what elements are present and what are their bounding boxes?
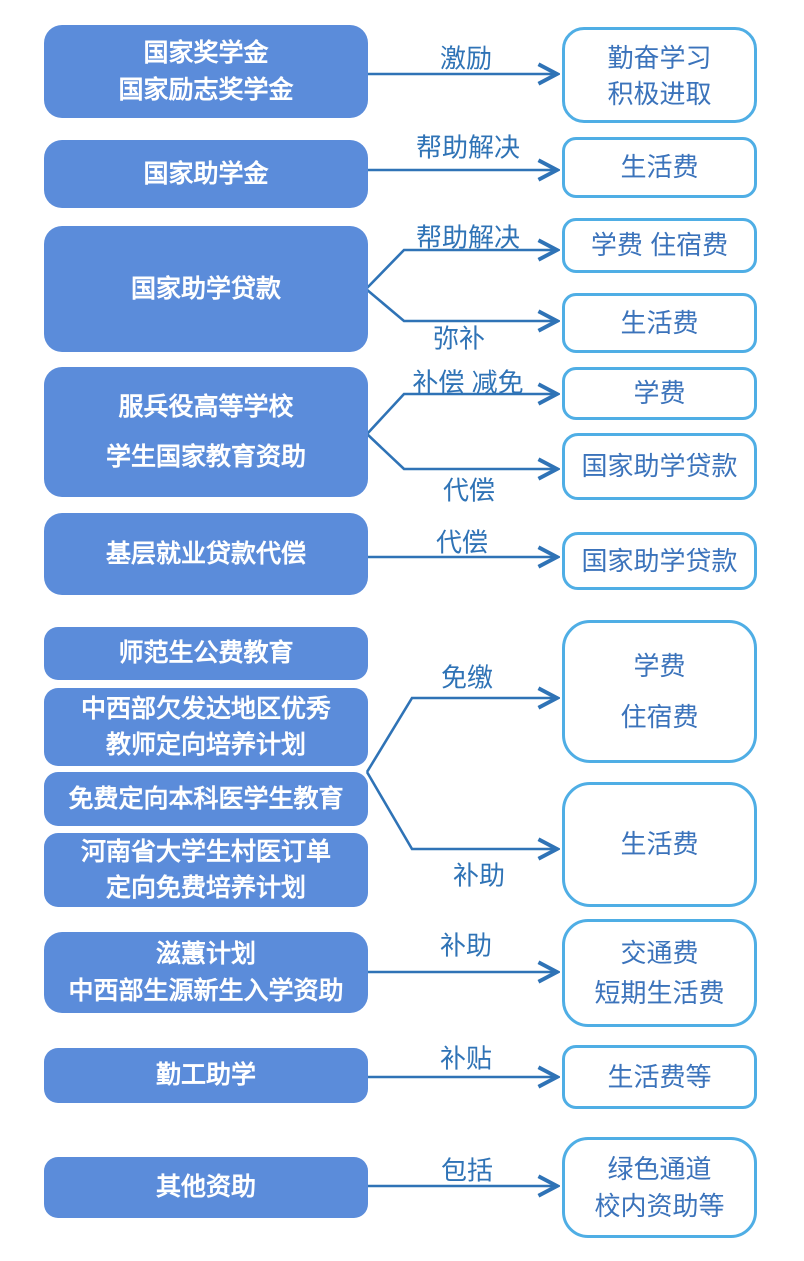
source-box-national-student-loan: 国家助学贷款 <box>44 226 368 352</box>
source-box-zihui-plan: 滋蕙计划 中西部生源新生入学资助 <box>44 932 368 1013</box>
target-box-tuition: 学费 <box>562 367 757 420</box>
target-box-line: 交通费 <box>620 938 699 969</box>
source-box-line: 教师定向培养计划 <box>105 731 306 759</box>
target-box-line: 生活费等 <box>607 1061 712 1092</box>
arrow-label-help-solve-2: 帮助解决 <box>415 222 521 253</box>
arrow-label-subsidy-1: 补助 <box>452 860 506 891</box>
target-box-line: 生活费 <box>620 152 699 183</box>
target-box-line: 生活费 <box>620 829 699 860</box>
connector-group-upper <box>365 698 556 773</box>
target-box-line: 国家助学贷款 <box>581 451 738 482</box>
target-box-living-expenses-etc: 生活费等 <box>562 1045 757 1109</box>
source-box-national-scholarships: 国家奖学金 国家励志奖学金 <box>44 25 368 118</box>
arrow-label-make-up: 弥补 <box>432 323 486 354</box>
arrow-label-help-solve-1: 帮助解决 <box>415 132 521 163</box>
source-box-other-aid: 其他资助 <box>44 1157 368 1218</box>
source-box-line: 滋蕙计划 <box>155 940 256 969</box>
target-box-line: 住宿费 <box>620 701 699 732</box>
arrow-label-include: 包括 <box>440 1155 494 1186</box>
target-box-national-student-loan-2: 国家助学贷款 <box>562 532 757 590</box>
target-box-line: 积极进取 <box>607 79 712 110</box>
source-box-line: 国家助学金 <box>143 159 269 188</box>
source-box-free-normal-education: 师范生公费教育 <box>44 627 368 680</box>
arrow-label-repay-1: 代偿 <box>442 475 496 506</box>
connector-row4-lower <box>366 433 556 469</box>
source-box-henan-village-doctor-program: 河南省大学生村医订单 定向免费培养计划 <box>44 833 368 907</box>
target-box-line: 绿色通道 <box>607 1153 712 1184</box>
connector-row4-upper <box>366 394 556 435</box>
source-box-line: 定向免费培养计划 <box>105 874 306 902</box>
target-box-tuition-accommodation-2: 学费 住宿费 <box>562 620 757 763</box>
source-box-grassroots-loan-repayment: 基层就业贷款代偿 <box>44 513 368 595</box>
source-box-free-medical-education: 免费定向本科医学生教育 <box>44 772 368 826</box>
target-box-line: 学费 <box>633 378 686 409</box>
target-box-line: 生活费 <box>620 307 699 338</box>
target-box-living-expenses-3: 生活费 <box>562 782 757 907</box>
source-box-line: 勤工助学 <box>155 1061 256 1090</box>
source-box-line: 河南省大学生村医订单 <box>80 837 331 866</box>
source-box-line: 学生国家教育资助 <box>105 442 306 471</box>
target-box-tuition-accommodation-1: 学费 住宿费 <box>562 218 757 273</box>
target-box-line: 学费 <box>633 650 686 681</box>
arrow-label-repay-2: 代偿 <box>435 527 489 558</box>
arrow-label-compensate-waive: 补偿 减免 <box>412 367 524 398</box>
source-box-line: 免费定向本科医学生教育 <box>68 784 344 813</box>
source-box-line: 中西部生源新生入学资助 <box>68 976 344 1005</box>
source-box-line: 服兵役高等学校 <box>118 392 294 421</box>
source-box-line: 国家奖学金 <box>143 38 269 67</box>
source-box-line: 其他资助 <box>155 1173 256 1202</box>
arrow-label-motivate: 激励 <box>439 43 493 74</box>
target-box-diligent-study: 勤奋学习 积极进取 <box>562 27 757 123</box>
target-box-line: 勤奋学习 <box>607 43 712 73</box>
target-box-line: 国家助学贷款 <box>581 545 738 576</box>
target-box-national-student-loan-1: 国家助学贷款 <box>562 433 757 500</box>
source-box-line: 国家励志奖学金 <box>118 76 294 105</box>
target-box-line: 学费 住宿费 <box>590 230 729 261</box>
source-box-line: 中西部欠发达地区优秀 <box>80 694 331 723</box>
connector-group-lower <box>365 771 556 849</box>
source-box-work-study: 勤工助学 <box>44 1048 368 1103</box>
connector-row3-lower <box>365 288 556 321</box>
arrow-label-subsidy-2: 补助 <box>439 930 493 961</box>
target-box-living-expenses-2: 生活费 <box>562 293 757 353</box>
source-box-line: 师范生公费教育 <box>118 639 294 668</box>
arrow-label-allowance: 补贴 <box>439 1043 493 1074</box>
source-box-military-service-aid: 服兵役高等学校 学生国家教育资助 <box>44 367 368 497</box>
source-box-line: 基层就业贷款代偿 <box>105 539 306 568</box>
source-box-line: 国家助学贷款 <box>130 274 281 303</box>
target-box-line: 短期生活费 <box>594 977 725 1008</box>
target-box-line: 校内资助等 <box>594 1190 725 1221</box>
source-box-midwest-teacher-program: 中西部欠发达地区优秀 教师定向培养计划 <box>44 688 368 766</box>
target-box-living-expenses-1: 生活费 <box>562 137 757 198</box>
target-box-transport-expenses: 交通费 短期生活费 <box>562 919 757 1027</box>
connector-row3-upper <box>365 250 556 290</box>
arrow-label-exempt: 免缴 <box>440 662 494 693</box>
target-box-green-channel: 绿色通道 校内资助等 <box>562 1137 757 1238</box>
source-box-national-grant: 国家助学金 <box>44 140 368 208</box>
